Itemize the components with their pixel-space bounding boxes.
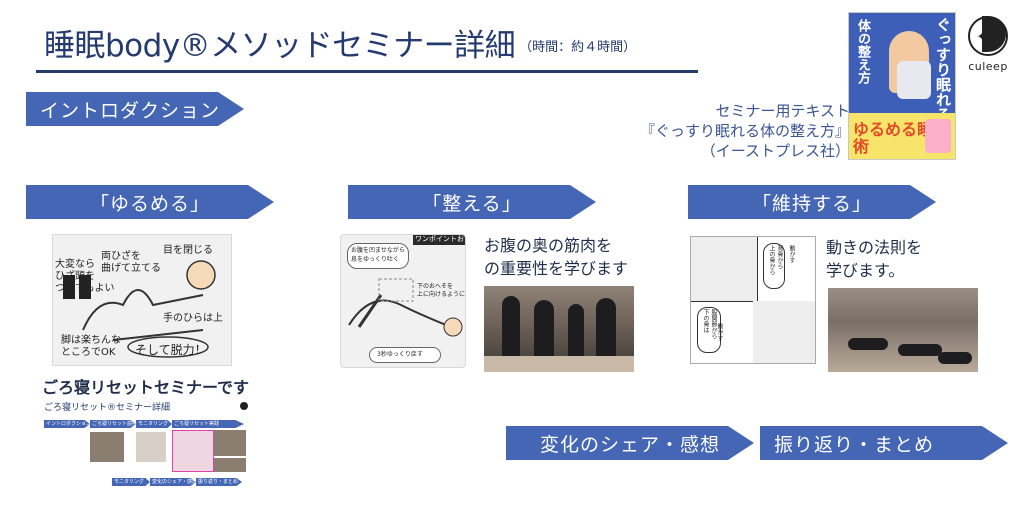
culeep-logo: ✦ culeep [962, 16, 1014, 73]
iji-arrow: 「維持する」 [688, 185, 936, 219]
iji-label: 「維持する」 [751, 192, 872, 215]
note-7: 手のひらは上 [163, 313, 223, 324]
textbook-cover-image: ぐっすり眠れる 体の整え方 ゆるめる睡眠術 [848, 12, 956, 160]
photo-person [534, 300, 554, 362]
thumb-bottom-3: 振り返り・まとめ [196, 478, 242, 486]
tot-note-2: 息をゆっくり吐く [351, 256, 400, 263]
slide-title: 睡眠body®メソッドセミナー詳細（時間：約４時間） [44, 26, 636, 68]
thumb-photo-4 [214, 458, 246, 472]
cover-badge [925, 119, 951, 153]
iji-desc-1: 動きの法則を [826, 238, 923, 257]
note-1: 大変なら [55, 259, 95, 270]
thumb-title: ごろ寝リセット®セミナー詳細 [44, 403, 171, 413]
thumb-step-4: ごろ寝リセット実践 [172, 420, 244, 428]
review-arrow: 振り返り・まとめ [760, 426, 1008, 460]
iji-note-3: 動かす [788, 245, 795, 263]
textbook-line-3: （イーストプレス社） [700, 142, 850, 160]
speech-bubble-2 [369, 347, 441, 363]
bridge-figure-drawing [348, 278, 463, 337]
iji-illustration: 上の骨から 背骨から 動かす 下の骨は 股関節から 動かす [690, 236, 816, 364]
totonoeru-desc-1: お腹の奥の筋肉を [484, 236, 613, 255]
photo-person [596, 298, 616, 360]
thumb-photo-3 [214, 430, 246, 456]
photo-floor [484, 356, 634, 372]
cover-figure-body [897, 61, 931, 99]
note-4: 両ひざを [101, 251, 141, 262]
yurumeru-label: 「ゆるめる」 [89, 192, 210, 215]
tot-note-1: お腹を凹ませながら [351, 247, 405, 254]
manga-panel-1 [691, 237, 758, 302]
totonoeru-illustration: ワンポイントおさらい お腹を凹ませながら 息をゆっくり吐く 下のおへそを 上に向… [340, 234, 466, 368]
thumb-photo-1 [90, 432, 124, 462]
note-2: ひざ頭を [55, 271, 95, 282]
totonoeru-arrow: 「整える」 [348, 185, 596, 219]
tot-note-4: 上に向けるように [417, 291, 466, 298]
photo-person-lying [848, 338, 888, 350]
thumb-photo-2 [136, 432, 166, 462]
intro-arrow: イントロダクション [26, 92, 244, 126]
photo-person [568, 304, 584, 360]
yurumeru-caption: ごろ寝リセットセミナーです [42, 378, 250, 397]
seminar-thumbnail: ごろ寝リセット®セミナー詳細 イントロダクション ごろ寝リセット説明 モニタリン… [40, 398, 252, 498]
iji-desc: 動きの法則を 学びます。 [826, 236, 922, 282]
moon-icon: ✦ [968, 16, 1008, 56]
iji-note-1: 上の骨から [768, 245, 775, 275]
yurumeru-illustration: 大変なら ひざ頭を つけてもよい 両ひざを 曲げて立てる 目を閉じる 手のひらは… [52, 234, 232, 366]
manga-panel-4 [753, 301, 815, 363]
thumb-bottom-2: 変化のシェア・感想 [150, 478, 198, 486]
textbook-line-1: セミナー用テキスト [715, 102, 850, 120]
star-icon: ✦ [976, 27, 990, 46]
lying-figure-drawing [63, 260, 216, 358]
cover-title-b: 体の整え方 [855, 19, 870, 84]
thumb-book [172, 430, 214, 472]
share-label: 変化のシェア・感想 [539, 433, 720, 456]
speech-bubble-1 [347, 243, 409, 269]
thumb-bottom-1: モニタリング [112, 478, 150, 486]
textbook-line-2: 『ぐっすり眠れる体の整え方』 [639, 122, 850, 140]
photo-person-lying [938, 352, 972, 364]
manga-bubble-1 [763, 243, 785, 289]
iji-note-6: 動かす [716, 323, 723, 341]
slide-title-note: （時間：約４時間） [519, 39, 637, 55]
note-10: そして脱力！ [135, 343, 207, 357]
onepoint-badge-bg [413, 235, 465, 245]
tot-note-3: 下のおへそを [417, 283, 454, 290]
intro-label: イントロダクション [40, 99, 221, 122]
title-underline [36, 70, 698, 73]
iji-note-2: 背骨から [776, 245, 783, 269]
totonoeru-desc-2: の重要性を学びます [484, 259, 629, 278]
note-6: 目を閉じる [163, 245, 213, 256]
totonoeru-desc: お腹の奥の筋肉を の重要性を学びます [484, 234, 628, 280]
iji-note-5: 股関節から [710, 309, 717, 339]
thumb-step-3: モニタリング [136, 420, 172, 428]
thumb-logo-icon [240, 402, 248, 410]
yurumeru-arrow: 「ゆるめる」 [26, 185, 274, 219]
cover-title-a: ぐっすり眠れる [934, 17, 952, 122]
photo-person-lying [898, 344, 942, 356]
totonoeru-label: 「整える」 [422, 192, 522, 215]
tot-note-6: 3秒ゆっくり戻す [377, 351, 423, 358]
share-arrow: 変化のシェア・感想 [506, 426, 754, 460]
slide-title-text: 睡眠body®メソッドセミナー詳細 [44, 28, 516, 64]
thumb-step-2: ごろ寝リセット説明 [90, 420, 138, 428]
photo-person [502, 296, 520, 356]
note-8: 脚は楽ちんな [61, 335, 121, 346]
textbook-info: セミナー用テキスト 『ぐっすり眠れる体の整え方』 （イーストプレス社） [610, 101, 850, 161]
logo-text: culeep [968, 60, 1008, 73]
onepoint-badge: ワンポイントおさらい [415, 235, 465, 243]
iji-note-4: 下の骨は [702, 309, 709, 333]
totonoeru-photo [484, 286, 634, 372]
iji-photo [828, 288, 978, 372]
iji-desc-2: 学びます。 [826, 261, 905, 280]
manga-bubble-2 [697, 307, 721, 353]
note-9: ところでOK [61, 347, 116, 358]
note-3: つけてもよい [55, 283, 115, 294]
review-label: 振り返り・まとめ [774, 433, 935, 456]
thumb-step-1: イントロダクション [44, 420, 92, 428]
note-5: 曲げて立てる [101, 263, 161, 274]
